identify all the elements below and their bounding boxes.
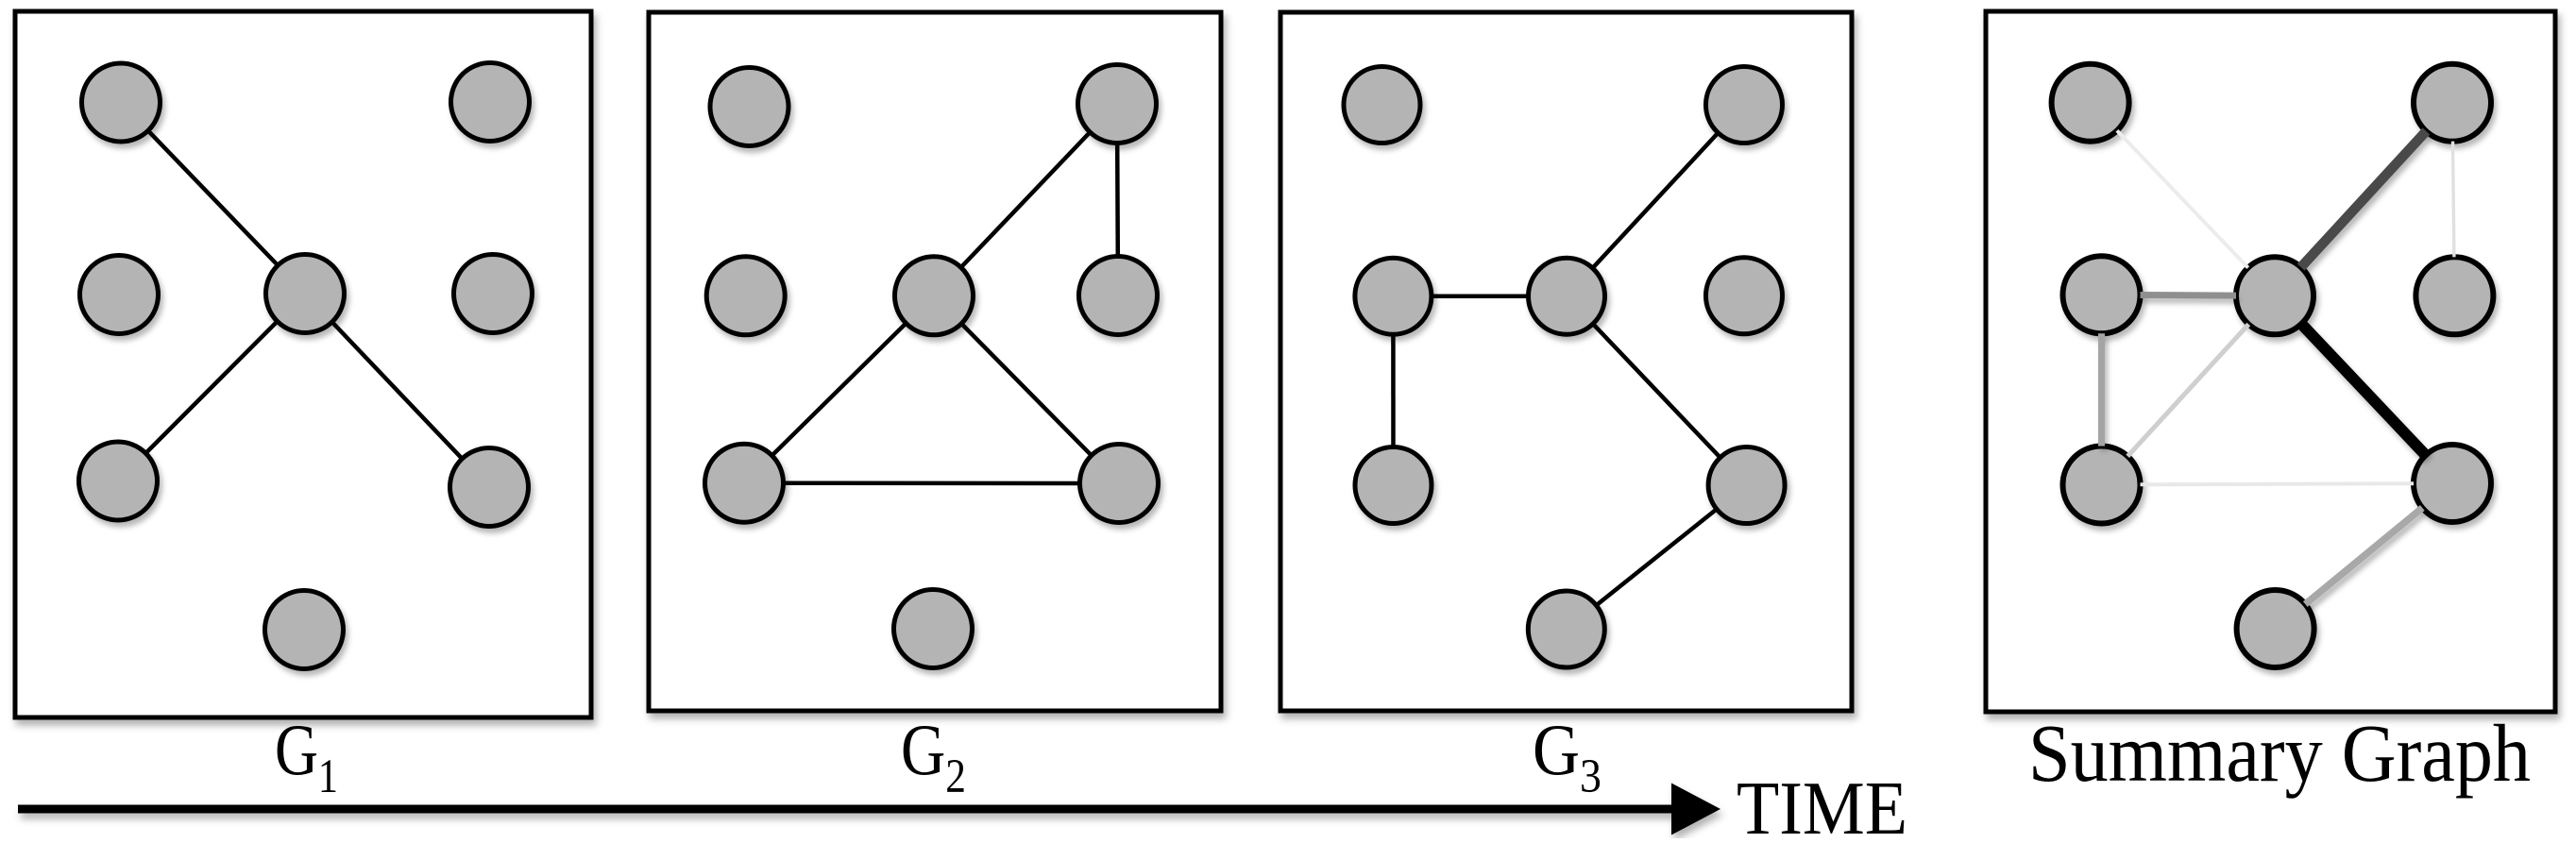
svg-text:Summary Graph: Summary Graph xyxy=(2028,707,2531,799)
svg-text:TIME: TIME xyxy=(1737,767,1907,838)
